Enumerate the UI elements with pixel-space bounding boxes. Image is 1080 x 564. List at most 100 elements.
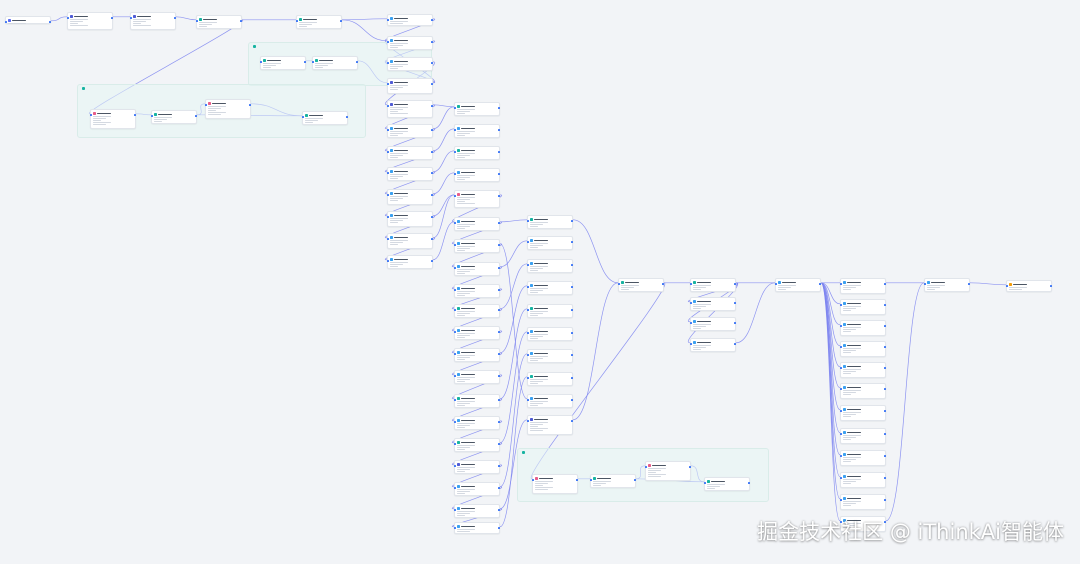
workflow-edge[interactable] bbox=[384, 171, 436, 195]
workflow-node-template[interactable] bbox=[840, 405, 886, 421]
workflow-node-template[interactable] bbox=[454, 370, 500, 384]
workflow-node-code[interactable] bbox=[690, 278, 736, 292]
workflow-node-code[interactable] bbox=[618, 278, 664, 292]
workflow-node-code[interactable] bbox=[454, 146, 500, 160]
input-handle[interactable] bbox=[387, 129, 389, 131]
workflow-node-template[interactable] bbox=[690, 338, 736, 352]
output-handle[interactable] bbox=[571, 377, 573, 379]
output-handle[interactable] bbox=[111, 17, 113, 19]
input-handle[interactable] bbox=[840, 325, 842, 327]
input-handle[interactable] bbox=[454, 443, 456, 445]
output-handle[interactable] bbox=[498, 151, 500, 153]
input-handle[interactable] bbox=[690, 283, 692, 285]
output-handle[interactable] bbox=[304, 61, 306, 63]
input-handle[interactable] bbox=[454, 195, 456, 197]
input-handle[interactable] bbox=[454, 222, 456, 224]
output-handle[interactable] bbox=[498, 443, 500, 445]
output-handle[interactable] bbox=[734, 343, 736, 345]
workflow-node-template[interactable] bbox=[840, 472, 886, 488]
input-handle[interactable] bbox=[454, 399, 456, 401]
input-handle[interactable] bbox=[590, 479, 592, 481]
output-handle[interactable] bbox=[431, 172, 433, 174]
workflow-edge[interactable] bbox=[432, 104, 455, 108]
workflow-node-http[interactable] bbox=[205, 99, 251, 119]
input-handle[interactable] bbox=[302, 116, 304, 118]
workflow-node-template[interactable] bbox=[454, 217, 500, 231]
output-handle[interactable] bbox=[431, 19, 433, 21]
workflow-node-code[interactable] bbox=[527, 372, 573, 386]
input-handle[interactable] bbox=[527, 286, 529, 288]
output-handle[interactable] bbox=[498, 465, 500, 467]
input-handle[interactable] bbox=[454, 289, 456, 291]
input-handle[interactable] bbox=[130, 17, 132, 19]
workflow-node-template[interactable] bbox=[387, 146, 433, 160]
output-handle[interactable] bbox=[195, 115, 197, 117]
output-handle[interactable] bbox=[884, 499, 886, 501]
workflow-node-template[interactable] bbox=[527, 236, 573, 250]
output-handle[interactable] bbox=[571, 354, 573, 356]
workflow-edge[interactable] bbox=[50, 16, 68, 22]
workflow-node-template[interactable] bbox=[387, 14, 433, 26]
output-handle[interactable] bbox=[498, 353, 500, 355]
workflow-edge[interactable] bbox=[384, 128, 436, 152]
workflow-edge[interactable] bbox=[451, 352, 503, 376]
workflow-edge[interactable] bbox=[885, 282, 925, 522]
input-handle[interactable] bbox=[454, 353, 456, 355]
output-handle[interactable] bbox=[884, 367, 886, 369]
workflow-node-code[interactable] bbox=[260, 56, 306, 70]
input-handle[interactable] bbox=[454, 129, 456, 131]
workflow-node-code[interactable] bbox=[151, 110, 197, 124]
input-handle[interactable] bbox=[387, 238, 389, 240]
workflow-node-template[interactable] bbox=[840, 320, 886, 336]
workflow-node-template[interactable] bbox=[454, 326, 500, 340]
workflow-node-template[interactable] bbox=[387, 36, 433, 50]
output-handle[interactable] bbox=[49, 21, 51, 23]
workflow-edge[interactable] bbox=[432, 172, 455, 195]
workflow-edge[interactable] bbox=[384, 150, 436, 173]
workflow-node-code[interactable] bbox=[454, 304, 500, 318]
output-handle[interactable] bbox=[498, 244, 500, 246]
workflow-node-code[interactable] bbox=[196, 15, 242, 29]
workflow-edge[interactable] bbox=[175, 16, 197, 21]
input-handle[interactable] bbox=[454, 244, 456, 246]
input-handle[interactable] bbox=[840, 499, 842, 501]
workflow-node-llm[interactable] bbox=[454, 460, 500, 474]
input-handle[interactable] bbox=[690, 302, 692, 304]
output-handle[interactable] bbox=[734, 302, 736, 304]
workflow-node-template[interactable] bbox=[690, 297, 736, 311]
workflow-edge[interactable] bbox=[341, 19, 388, 42]
workflow-edge[interactable] bbox=[451, 442, 503, 466]
workflow-node-llm[interactable] bbox=[527, 415, 573, 435]
output-handle[interactable] bbox=[571, 286, 573, 288]
output-handle[interactable] bbox=[431, 194, 433, 196]
workflow-edge[interactable] bbox=[432, 150, 455, 173]
workflow-node-code[interactable] bbox=[302, 111, 348, 125]
output-handle[interactable] bbox=[498, 421, 500, 423]
output-handle[interactable] bbox=[748, 482, 750, 484]
workflow-node-template[interactable] bbox=[387, 57, 433, 71]
input-handle[interactable] bbox=[527, 420, 529, 422]
workflow-node-template[interactable] bbox=[387, 167, 433, 181]
input-handle[interactable] bbox=[840, 346, 842, 348]
workflow-node-template[interactable] bbox=[924, 278, 970, 292]
input-handle[interactable] bbox=[527, 309, 529, 311]
output-handle[interactable] bbox=[571, 309, 573, 311]
input-handle[interactable] bbox=[5, 21, 7, 23]
workflow-edge[interactable] bbox=[451, 194, 503, 223]
output-handle[interactable] bbox=[431, 238, 433, 240]
workflow-edge[interactable] bbox=[499, 353, 528, 488]
workflow-edge[interactable] bbox=[432, 194, 455, 217]
workflow-edge[interactable] bbox=[432, 221, 455, 261]
workflow-node-http[interactable] bbox=[645, 461, 691, 481]
input-handle[interactable] bbox=[454, 375, 456, 377]
workflow-edge[interactable] bbox=[499, 243, 528, 400]
workflow-node-template[interactable] bbox=[387, 189, 433, 205]
workflow-node-template[interactable] bbox=[840, 362, 886, 378]
output-handle[interactable] bbox=[431, 216, 433, 218]
workflow-edge[interactable] bbox=[451, 398, 503, 422]
input-handle[interactable] bbox=[296, 20, 298, 22]
output-handle[interactable] bbox=[340, 20, 342, 22]
output-handle[interactable] bbox=[1050, 285, 1052, 287]
input-handle[interactable] bbox=[924, 283, 926, 285]
